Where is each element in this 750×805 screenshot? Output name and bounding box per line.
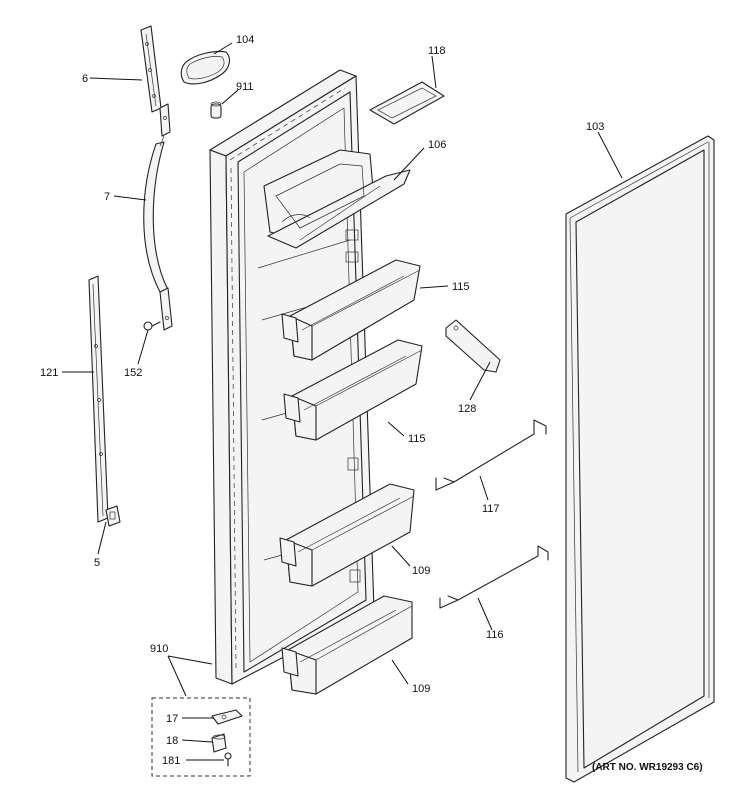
callout-910: 910: [150, 643, 168, 655]
part-118-tray: [369, 81, 445, 125]
callout-116: 116: [486, 629, 504, 641]
callout-17: 17: [166, 713, 178, 725]
callout-103: 103: [586, 121, 604, 133]
part-104-badge: [180, 50, 231, 85]
part-109-lower-bin: [281, 595, 413, 695]
part-103-gasket: [565, 135, 715, 783]
callout-5: 5: [94, 557, 100, 569]
callout-121: 121: [40, 367, 58, 379]
hinge-kit-910: [151, 697, 251, 777]
callout-18: 18: [166, 735, 178, 747]
leader-lines: [62, 42, 623, 761]
callout-115-upper: 115: [452, 281, 470, 293]
part-152-screw: [143, 321, 161, 331]
callout-911: 911: [236, 81, 254, 93]
part-6-upper-trim: [140, 25, 162, 113]
part-117-wire-rack: [435, 419, 547, 491]
part-109-upper-bin: [279, 483, 415, 587]
part-121-lower-trim: [88, 275, 109, 523]
part-128-bracket: [445, 319, 501, 373]
callout-115-lower: 115: [408, 433, 426, 445]
callout-128: 128: [458, 403, 476, 415]
part-106-dairy-door: [263, 149, 411, 249]
callout-labels: 104 6 911 118 106 103 7 115 152 121 128 …: [40, 34, 604, 767]
callout-106: 106: [428, 139, 446, 151]
part-5-clip: [105, 505, 121, 527]
callout-109-lower: 109: [412, 683, 430, 695]
part-911-plug: [210, 101, 222, 119]
callout-104: 104: [236, 34, 254, 46]
part-116-wire-rack: [439, 545, 549, 609]
part-115-upper-bin: [281, 259, 421, 361]
callout-181: 181: [162, 755, 180, 767]
callout-118: 118: [428, 45, 446, 57]
callout-6: 6: [82, 73, 88, 85]
callout-117: 117: [482, 503, 500, 515]
callout-152: 152: [124, 367, 142, 379]
callout-109-upper: 109: [412, 565, 430, 577]
art-number: (ART NO. WR19293 C6): [592, 762, 703, 773]
callout-7: 7: [104, 191, 110, 203]
part-7-handle: [143, 103, 173, 331]
part-115-lower-bin: [283, 339, 423, 441]
